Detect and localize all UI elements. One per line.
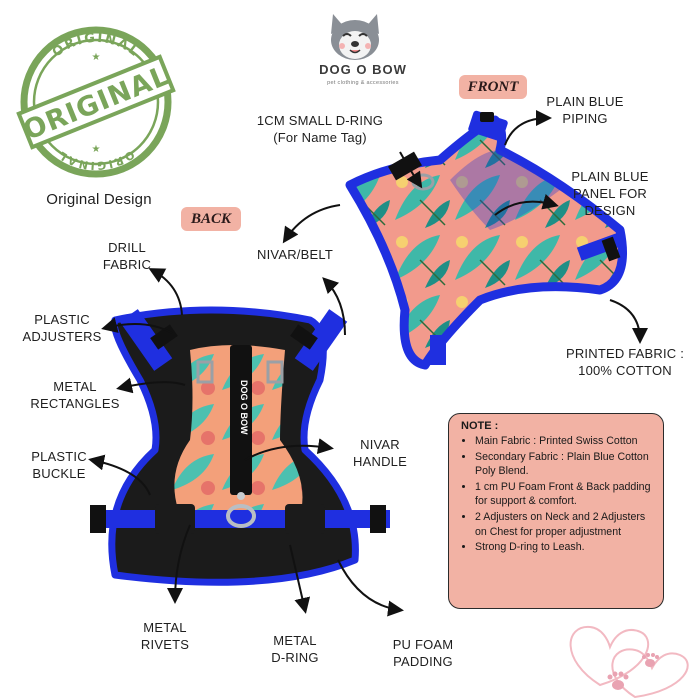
label-line: ADJUSTERS: [22, 329, 102, 344]
label-plastic-buckle: PLASTIC BUCKLE: [14, 448, 104, 482]
label-line: PLAIN BLUE: [546, 94, 624, 109]
note-box: NOTE : Main Fabric : Printed Swiss Cotto…: [448, 413, 664, 609]
label-nivar-belt: NIVAR/BELT: [257, 247, 333, 262]
label-drill-fabric: DRILL FABRIC: [82, 239, 172, 273]
original-design-caption: Original Design: [46, 191, 152, 208]
label-line: PADDING: [393, 654, 453, 669]
list-item: 2 Adjusters on Neck and 2 Adjusters on C…: [475, 510, 655, 539]
label-line: 1CM SMALL D-RING: [256, 113, 384, 128]
label-line: RECTANGLES: [30, 396, 120, 411]
label-line: FABRIC: [102, 257, 152, 272]
svg-text:DOG O BOW: DOG O BOW: [239, 380, 249, 435]
list-item: Strong D-ring to Leash.: [475, 540, 655, 555]
label-printed-fabric: PRINTED FABRIC : 100% COTTON: [555, 345, 695, 379]
label-line: PANEL FOR: [572, 186, 648, 201]
label-line: METAL: [53, 379, 97, 394]
note-title: NOTE :: [461, 420, 499, 432]
label-line: PU FOAM: [392, 637, 454, 652]
label-line: D-RING: [271, 650, 319, 665]
paw-icon: [607, 671, 629, 690]
front-tag: FRONT: [459, 75, 527, 99]
label-metal-rivets: METAL RIVETS: [125, 619, 205, 653]
svg-text:★: ★: [92, 52, 101, 63]
label-small-d-ring: 1CM SMALL D-RING (For Name Tag): [225, 112, 415, 146]
list-item: 1 cm PU Foam Front & Back padding for su…: [475, 480, 655, 509]
back-tag: BACK: [181, 207, 241, 231]
label-line: METAL: [143, 620, 187, 635]
back-harness-image: DOG O BOW: [90, 306, 390, 586]
label-line: PLASTIC: [34, 312, 90, 327]
list-item: Secondary Fabric : Plain Blue Cotton Pol…: [475, 450, 655, 479]
label-line: PLAIN BLUE: [571, 169, 649, 184]
label-line: PLASTIC: [31, 449, 87, 464]
original-stamp: ORIGINAL ORIGINAL ORIGINAL ★ ★: [16, 26, 176, 178]
paw-icon: [642, 653, 659, 667]
label-line: METAL: [273, 633, 317, 648]
label-line: DRILL: [108, 240, 146, 255]
label-metal-d-ring: METAL D-RING: [255, 632, 335, 666]
label-line: PRINTED FABRIC :: [565, 346, 685, 361]
husky-logo-icon: [331, 14, 379, 60]
label-plain-blue-panel: PLAIN BLUE PANEL FOR DESIGN: [555, 168, 665, 219]
label-line: NIVAR: [360, 437, 400, 452]
label-plain-blue-piping: PLAIN BLUE PIPING: [530, 93, 640, 127]
label-plastic-adjusters: PLASTIC ADJUSTERS: [12, 311, 112, 345]
list-item: Main Fabric : Printed Swiss Cotton: [475, 434, 655, 449]
label-line: PIPING: [562, 111, 608, 126]
label-line: RIVETS: [140, 637, 190, 652]
label-pu-foam-padding: PU FOAM PADDING: [378, 636, 468, 670]
label-line: 100% COTTON: [578, 363, 672, 378]
brand-name: DOG O BOW: [319, 62, 407, 77]
label-metal-rectangles: METAL RECTANGLES: [20, 378, 130, 412]
note-list: Main Fabric : Printed Swiss Cotton Secon…: [457, 434, 655, 555]
label-line: DESIGN: [584, 203, 636, 218]
svg-text:★: ★: [92, 144, 101, 155]
label-line: BUCKLE: [32, 466, 86, 481]
label-line: HANDLE: [353, 454, 407, 469]
label-nivar-handle: NIVAR HANDLE: [335, 436, 425, 470]
hearts-paw-decoration: [569, 625, 689, 699]
brand-tagline: pet clothing & accessories: [327, 80, 399, 86]
label-line: (For Name Tag): [273, 130, 367, 145]
